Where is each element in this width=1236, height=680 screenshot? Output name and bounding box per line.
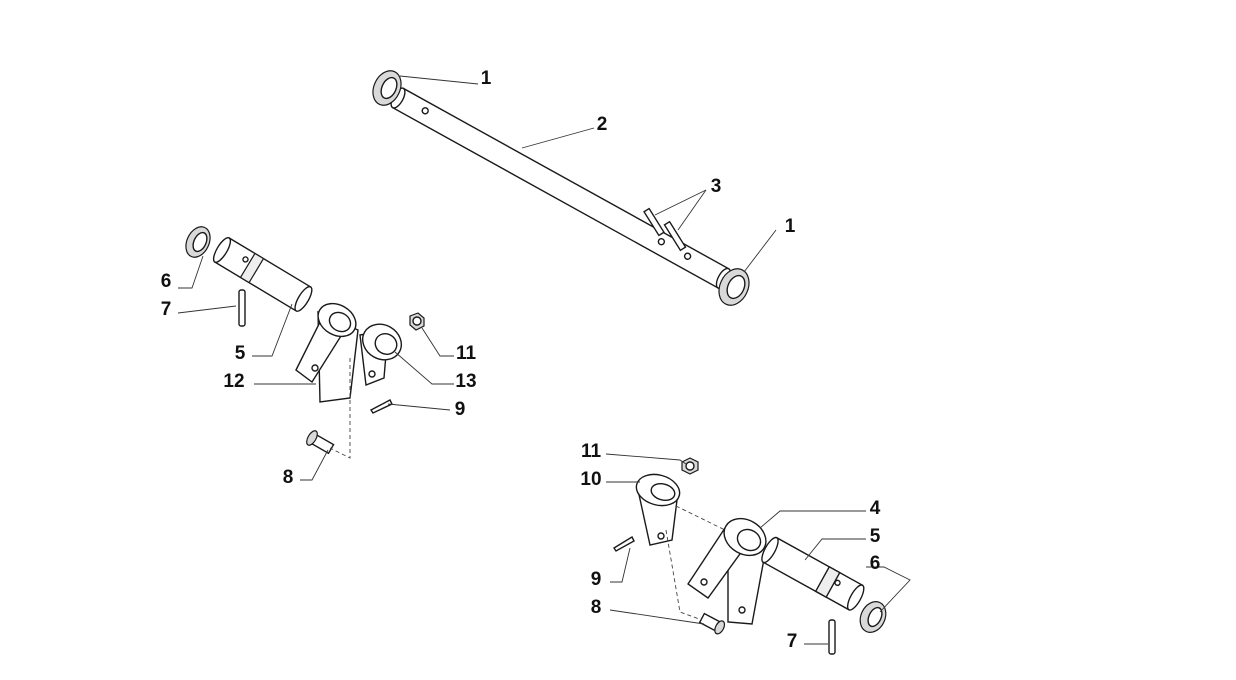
- callout-10: 10: [580, 469, 601, 490]
- callout-12: 12: [223, 371, 244, 392]
- callout-7: 7: [787, 631, 798, 652]
- callout-1: 1: [481, 68, 492, 89]
- cotter-pin: [369, 399, 393, 414]
- callout-3: 3: [711, 176, 722, 197]
- shaft: [390, 87, 731, 289]
- nut: [681, 457, 699, 475]
- pivot-pin: [212, 237, 313, 312]
- pivot-pin: [761, 536, 865, 611]
- roll-pin: [238, 289, 246, 327]
- lever-arm: [687, 517, 767, 625]
- callout-8: 8: [283, 467, 294, 488]
- callout-6: 6: [870, 553, 881, 574]
- clevis-pin: [306, 430, 335, 455]
- roll-pin: [643, 207, 687, 252]
- lever-arm: [295, 302, 359, 403]
- callout-9: 9: [591, 569, 602, 590]
- seal-ring: [859, 601, 887, 633]
- callout-5: 5: [235, 343, 246, 364]
- lever-bracket: [359, 323, 402, 386]
- roll-pin: [828, 619, 836, 655]
- callout-6: 6: [161, 271, 172, 292]
- callout-4: 4: [870, 498, 881, 519]
- clevis-pin: [698, 612, 726, 635]
- callout-5: 5: [870, 526, 881, 547]
- callout-11: 11: [456, 343, 477, 364]
- callout-13: 13: [455, 371, 476, 392]
- callout-11: 11: [581, 441, 602, 462]
- seal-ring: [185, 226, 211, 258]
- callout-7: 7: [161, 299, 172, 320]
- seal-ring: [718, 268, 750, 306]
- nut: [409, 312, 425, 331]
- callout-8: 8: [591, 597, 602, 618]
- cotter-pin: [613, 536, 635, 552]
- leader-lines: [177, 75, 911, 645]
- callout-2: 2: [597, 114, 608, 135]
- callout-1: 1: [785, 216, 796, 237]
- seal-ring: [372, 70, 402, 106]
- lever-bracket: [635, 473, 681, 546]
- callout-9: 9: [455, 399, 466, 420]
